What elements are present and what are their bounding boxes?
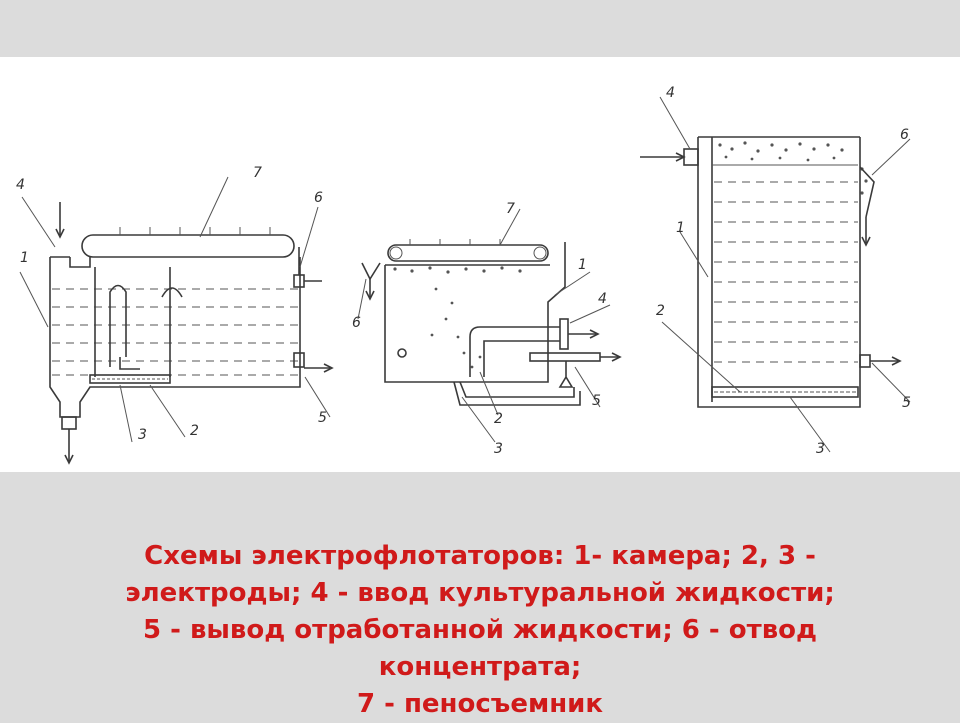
svg-text:1: 1 <box>578 257 587 273</box>
svg-text:1: 1 <box>676 220 685 236</box>
electroflotator-schematics: 4 1 7 6 5 3 2 <box>16 85 911 465</box>
svg-text:4: 4 <box>16 177 25 193</box>
svg-text:2: 2 <box>190 423 199 439</box>
diagram-right: 4 6 1 2 3 5 <box>640 85 911 457</box>
svg-text:3: 3 <box>494 441 503 457</box>
svg-text:3: 3 <box>816 441 825 457</box>
svg-text:6: 6 <box>314 190 323 206</box>
slide-caption: Схемы электрофлотаторов: 1- камера; 2, 3… <box>125 541 835 719</box>
svg-text:4: 4 <box>666 85 675 101</box>
svg-text:7: 7 <box>253 165 262 181</box>
svg-text:7: 7 <box>506 201 515 217</box>
svg-text:2: 2 <box>656 303 665 319</box>
diagram-left: 4 1 7 6 5 3 2 <box>16 165 334 465</box>
svg-text:5: 5 <box>318 410 327 426</box>
schematics-panel: 4 1 7 6 5 3 2 <box>0 57 960 472</box>
svg-text:6: 6 <box>900 127 909 143</box>
diagram-middle: 7 1 4 5 2 3 6 <box>352 201 622 457</box>
svg-text:3: 3 <box>138 427 147 443</box>
svg-text:5: 5 <box>592 393 601 409</box>
svg-text:2: 2 <box>494 411 503 427</box>
svg-text:5: 5 <box>902 395 911 411</box>
svg-text:4: 4 <box>598 291 607 307</box>
svg-text:6: 6 <box>352 315 361 331</box>
svg-text:1: 1 <box>20 250 29 266</box>
